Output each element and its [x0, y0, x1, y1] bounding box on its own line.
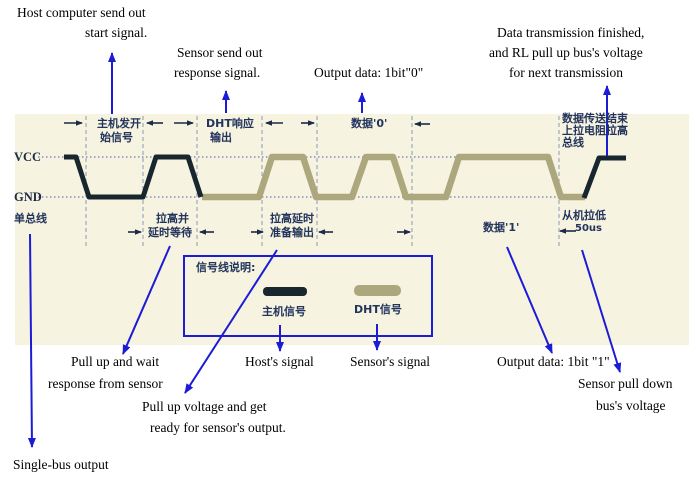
annotation-finished-line2: and RL pull up bus's voltage	[489, 45, 643, 60]
cn-dht-response-line2: 输出	[210, 131, 232, 144]
cn-dht-response-line1: DHT响应	[206, 117, 254, 130]
cn-slave-low-label: 从机拉低	[562, 209, 606, 222]
cn-data1-label: 数据'1'	[483, 221, 520, 234]
single-bus-label: 单总线	[14, 212, 47, 225]
annotation-finished-line1: Data transmission finished,	[497, 25, 645, 40]
gnd-label: GND	[14, 190, 42, 204]
cn-pull-ready-line1: 拉高延时	[270, 212, 314, 225]
dht-signal-swatch	[354, 285, 401, 296]
annotation-single-bus-output: Single-bus output	[13, 457, 109, 472]
arrow-single-bus-output	[27, 233, 36, 448]
cn-host-start-line1: 主机发开	[97, 117, 141, 130]
cn-pull-wait-line2: 延时等待	[148, 226, 192, 239]
host-signal-trace	[64, 154, 204, 200]
cn-pull-wait-line1: 拉高并	[156, 212, 189, 225]
arrow-pull-up-ready	[184, 249, 278, 394]
arrow-output-bit1	[506, 246, 553, 354]
annotation-sensor-resp-line1: Sensor send out	[177, 45, 263, 60]
annotation-output-bit1: Output data: 1bit "1"	[497, 354, 610, 369]
vcc-label: VCC	[14, 150, 42, 164]
cn-pull-ready-line2: 准备输出	[270, 226, 314, 239]
cn-finish-line1: 数据传送结束	[562, 112, 628, 125]
cn-slave-low-time: 50us	[575, 223, 602, 234]
cn-data0-label: 数据'0'	[351, 117, 388, 130]
legend-host-label: 主机信号	[262, 305, 306, 318]
host-signal-trace	[581, 155, 626, 199]
annotation-sensor-resp-line2: response signal.	[174, 65, 261, 80]
cn-finish-line3: 总线	[562, 136, 584, 149]
arrow-sensor-pull-down	[581, 249, 622, 373]
legend-title: 信号线说明:	[196, 261, 256, 274]
annotation-host-start-line2: start signal.	[85, 25, 148, 40]
annotation-finished-line3: for next transmission	[509, 65, 623, 80]
host-signal-swatch	[263, 287, 307, 296]
legend-box	[183, 255, 433, 337]
annotation-host-signal: Host's signal	[245, 354, 314, 369]
arrow-pull-up-wait	[122, 245, 171, 355]
annotation-sensor-pull-line2: bus's voltage	[596, 398, 666, 413]
annotation-pull-wait-line1: Pull up and wait	[71, 354, 160, 369]
dht-signal-trace	[202, 153, 585, 201]
waveform-traces	[64, 153, 626, 201]
legend-dht-label: DHT信号	[354, 303, 402, 316]
annotation-pull-ready-line2: ready for sensor's output.	[150, 420, 286, 435]
annotation-pull-wait-line2: response from sensor	[48, 376, 163, 391]
cn-host-start-line2: 始信号	[100, 131, 133, 144]
annotation-host-start-line1: Host computer send out	[17, 5, 146, 20]
cn-finish-line2: 上拉电阻拉高	[562, 124, 628, 137]
annotation-pull-ready-line1: Pull up voltage and get	[142, 399, 267, 414]
annotation-sensor-signal: Sensor's signal	[350, 354, 431, 369]
annotation-sensor-pull-line1: Sensor pull down	[578, 376, 673, 391]
annotation-output-bit0: Output data: 1bit"0"	[314, 65, 424, 80]
